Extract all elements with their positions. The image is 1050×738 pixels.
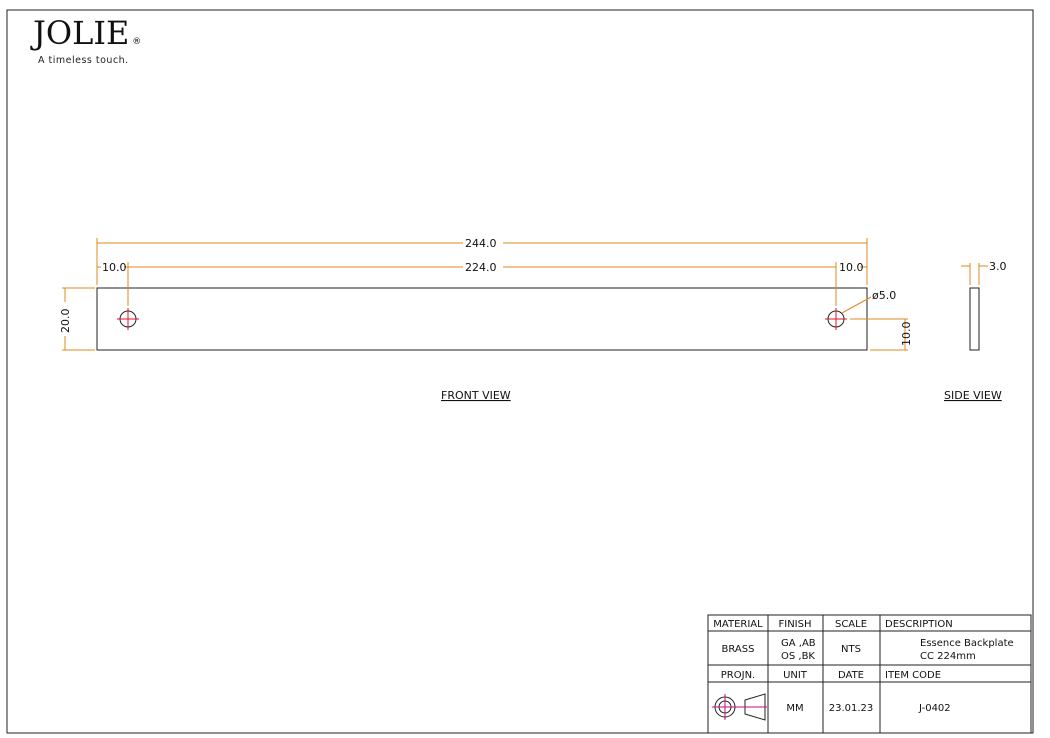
front-view-label: FRONT VIEW — [441, 389, 511, 402]
svg-text:3.0: 3.0 — [989, 260, 1007, 273]
svg-text:224.0: 224.0 — [465, 261, 497, 274]
svg-text:10.0: 10.0 — [102, 261, 127, 274]
svg-text:FINISH: FINISH — [779, 619, 812, 630]
svg-text:OS ,BK: OS ,BK — [781, 651, 815, 662]
svg-text:CC 224mm: CC 224mm — [920, 651, 976, 662]
svg-text:DATE: DATE — [838, 670, 864, 681]
svg-text:10.0: 10.0 — [839, 261, 864, 274]
svg-text:DESCRIPTION: DESCRIPTION — [885, 619, 953, 630]
logo-registered: ® — [132, 37, 141, 47]
dimension-overall-length: 244.0 — [96, 237, 868, 285]
svg-text:NTS: NTS — [841, 644, 861, 655]
svg-text:PROJN.: PROJN. — [721, 670, 755, 681]
svg-text:23.01.23: 23.01.23 — [829, 703, 874, 714]
drawing-border — [6, 9, 1034, 734]
svg-text:SCALE: SCALE — [835, 619, 867, 630]
dimension-hole-centers: 224.0 10.0 10.0 — [97, 261, 867, 306]
svg-text:10.0: 10.0 — [900, 322, 913, 347]
logo-tagline: A timeless touch. — [38, 55, 129, 66]
right-hole — [825, 308, 847, 330]
svg-text:ITEM CODE: ITEM CODE — [885, 670, 941, 681]
jolie-logo: JOLIE ® A timeless touch. — [30, 14, 141, 66]
side-outline — [969, 287, 980, 351]
dimension-height: 20.0 — [59, 287, 95, 351]
svg-text:ø5.0: ø5.0 — [872, 289, 896, 302]
svg-text:20.0: 20.0 — [59, 309, 72, 334]
title-block: MATERIAL FINISH SCALE DESCRIPTION BRASS … — [707, 614, 1032, 734]
svg-text:J-0402: J-0402 — [918, 703, 951, 714]
logo-brand: JOLIE — [30, 14, 129, 52]
front-view: 244.0 224.0 10.0 10.0 20.0 ø5.0 — [59, 237, 913, 402]
projection-symbol-icon — [712, 693, 767, 721]
svg-text:BRASS: BRASS — [722, 644, 755, 655]
dimension-hole-diameter: ø5.0 — [841, 289, 896, 314]
backplate-outline — [96, 287, 868, 351]
svg-text:MM: MM — [786, 703, 803, 714]
side-view-label: SIDE VIEW — [944, 389, 1002, 402]
dimension-hole-vertical-offset: 10.0 — [850, 318, 913, 351]
svg-text:GA ,AB: GA ,AB — [781, 638, 816, 649]
svg-text:244.0: 244.0 — [465, 237, 497, 250]
svg-text:UNIT: UNIT — [783, 670, 808, 681]
left-hole — [117, 308, 139, 330]
svg-text:MATERIAL: MATERIAL — [713, 619, 763, 630]
svg-text:Essence Backplate: Essence Backplate — [920, 638, 1014, 649]
side-view: 3.0 SIDE VIEW — [944, 260, 1007, 402]
